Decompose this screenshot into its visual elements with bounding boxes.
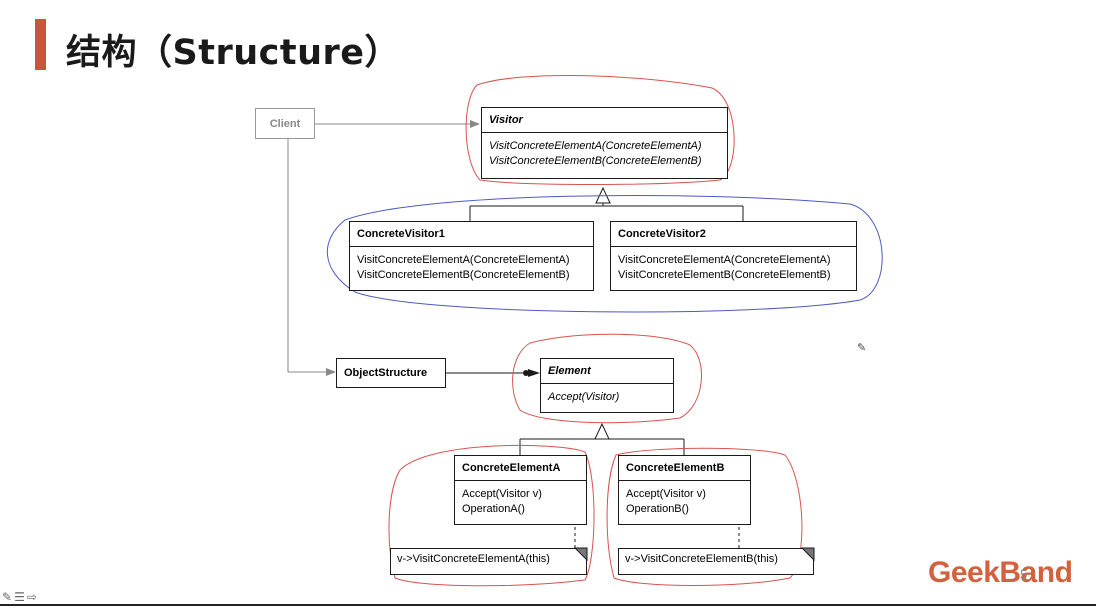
- concrete-visitor1-name: ConcreteVisitor1: [350, 222, 593, 247]
- next-arrow-icon[interactable]: ⇨: [26, 590, 37, 604]
- title-accent-bar: [35, 19, 46, 70]
- geekband-logo: GeekBand: [928, 556, 1073, 589]
- operation: Accept(Visitor): [548, 391, 620, 403]
- element-operations: Accept(Visitor): [541, 384, 673, 409]
- operation: VisitConcreteElementB(ConcreteElementB): [489, 155, 702, 167]
- concrete-visitor1-class: ConcreteVisitor1 VisitConcreteElementA(C…: [349, 221, 594, 291]
- slide-title: 结构（Structure）: [66, 33, 401, 73]
- operation: OperationB(): [626, 503, 689, 515]
- note-concrete-element-a: v->VisitConcreteElementA(this): [390, 548, 587, 575]
- visitor-class-name: Visitor: [482, 108, 727, 133]
- bottom-divider: [0, 604, 1096, 606]
- operation: OperationA(): [462, 503, 525, 515]
- concrete-visitor1-operations: VisitConcreteElementA(ConcreteElementA) …: [350, 247, 593, 287]
- concrete-visitor2-operations: VisitConcreteElementA(ConcreteElementA) …: [611, 247, 856, 287]
- concrete-element-b-name: ConcreteElementB: [619, 456, 750, 481]
- element-class-name: Element: [541, 359, 673, 384]
- operation: Accept(Visitor v): [626, 488, 706, 500]
- menu-icon[interactable]: ☰: [14, 590, 25, 604]
- note-concrete-element-b: v->VisitConcreteElementB(this): [618, 548, 814, 575]
- pen-cursor-icon: ✎: [857, 342, 867, 354]
- visitor-class: Visitor VisitConcreteElementA(ConcreteEl…: [481, 107, 728, 179]
- operation: VisitConcreteElementA(ConcreteElementA): [618, 254, 831, 266]
- concrete-element-a-class: ConcreteElementA Accept(Visitor v) Opera…: [454, 455, 587, 525]
- object-structure-name: ObjectStructure: [344, 367, 428, 379]
- client-box: Client: [255, 108, 315, 139]
- object-structure-box: ObjectStructure: [336, 358, 446, 388]
- element-class: Element Accept(Visitor): [540, 358, 674, 413]
- slide-number: 5: [1020, 567, 1028, 582]
- operation: VisitConcreteElementB(ConcreteElementB): [618, 269, 831, 281]
- pen-tool-icon[interactable]: ✎: [2, 590, 13, 604]
- concrete-element-b-operations: Accept(Visitor v) OperationB(): [619, 481, 750, 521]
- concrete-element-a-name: ConcreteElementA: [455, 456, 586, 481]
- concrete-element-b-class: ConcreteElementB Accept(Visitor v) Opera…: [618, 455, 751, 525]
- visitor-operations: VisitConcreteElementA(ConcreteElementA) …: [482, 133, 727, 173]
- operation: VisitConcreteElementB(ConcreteElementB): [357, 269, 570, 281]
- concrete-element-a-operations: Accept(Visitor v) OperationA(): [455, 481, 586, 521]
- operation: Accept(Visitor v): [462, 488, 542, 500]
- operation: VisitConcreteElementA(ConcreteElementA): [489, 140, 702, 152]
- concrete-visitor2-class: ConcreteVisitor2 VisitConcreteElementA(C…: [610, 221, 857, 291]
- slide-toolbar: ✎ ☰ ⇨: [0, 588, 62, 606]
- operation: VisitConcreteElementA(ConcreteElementA): [357, 254, 570, 266]
- concrete-visitor2-name: ConcreteVisitor2: [611, 222, 856, 247]
